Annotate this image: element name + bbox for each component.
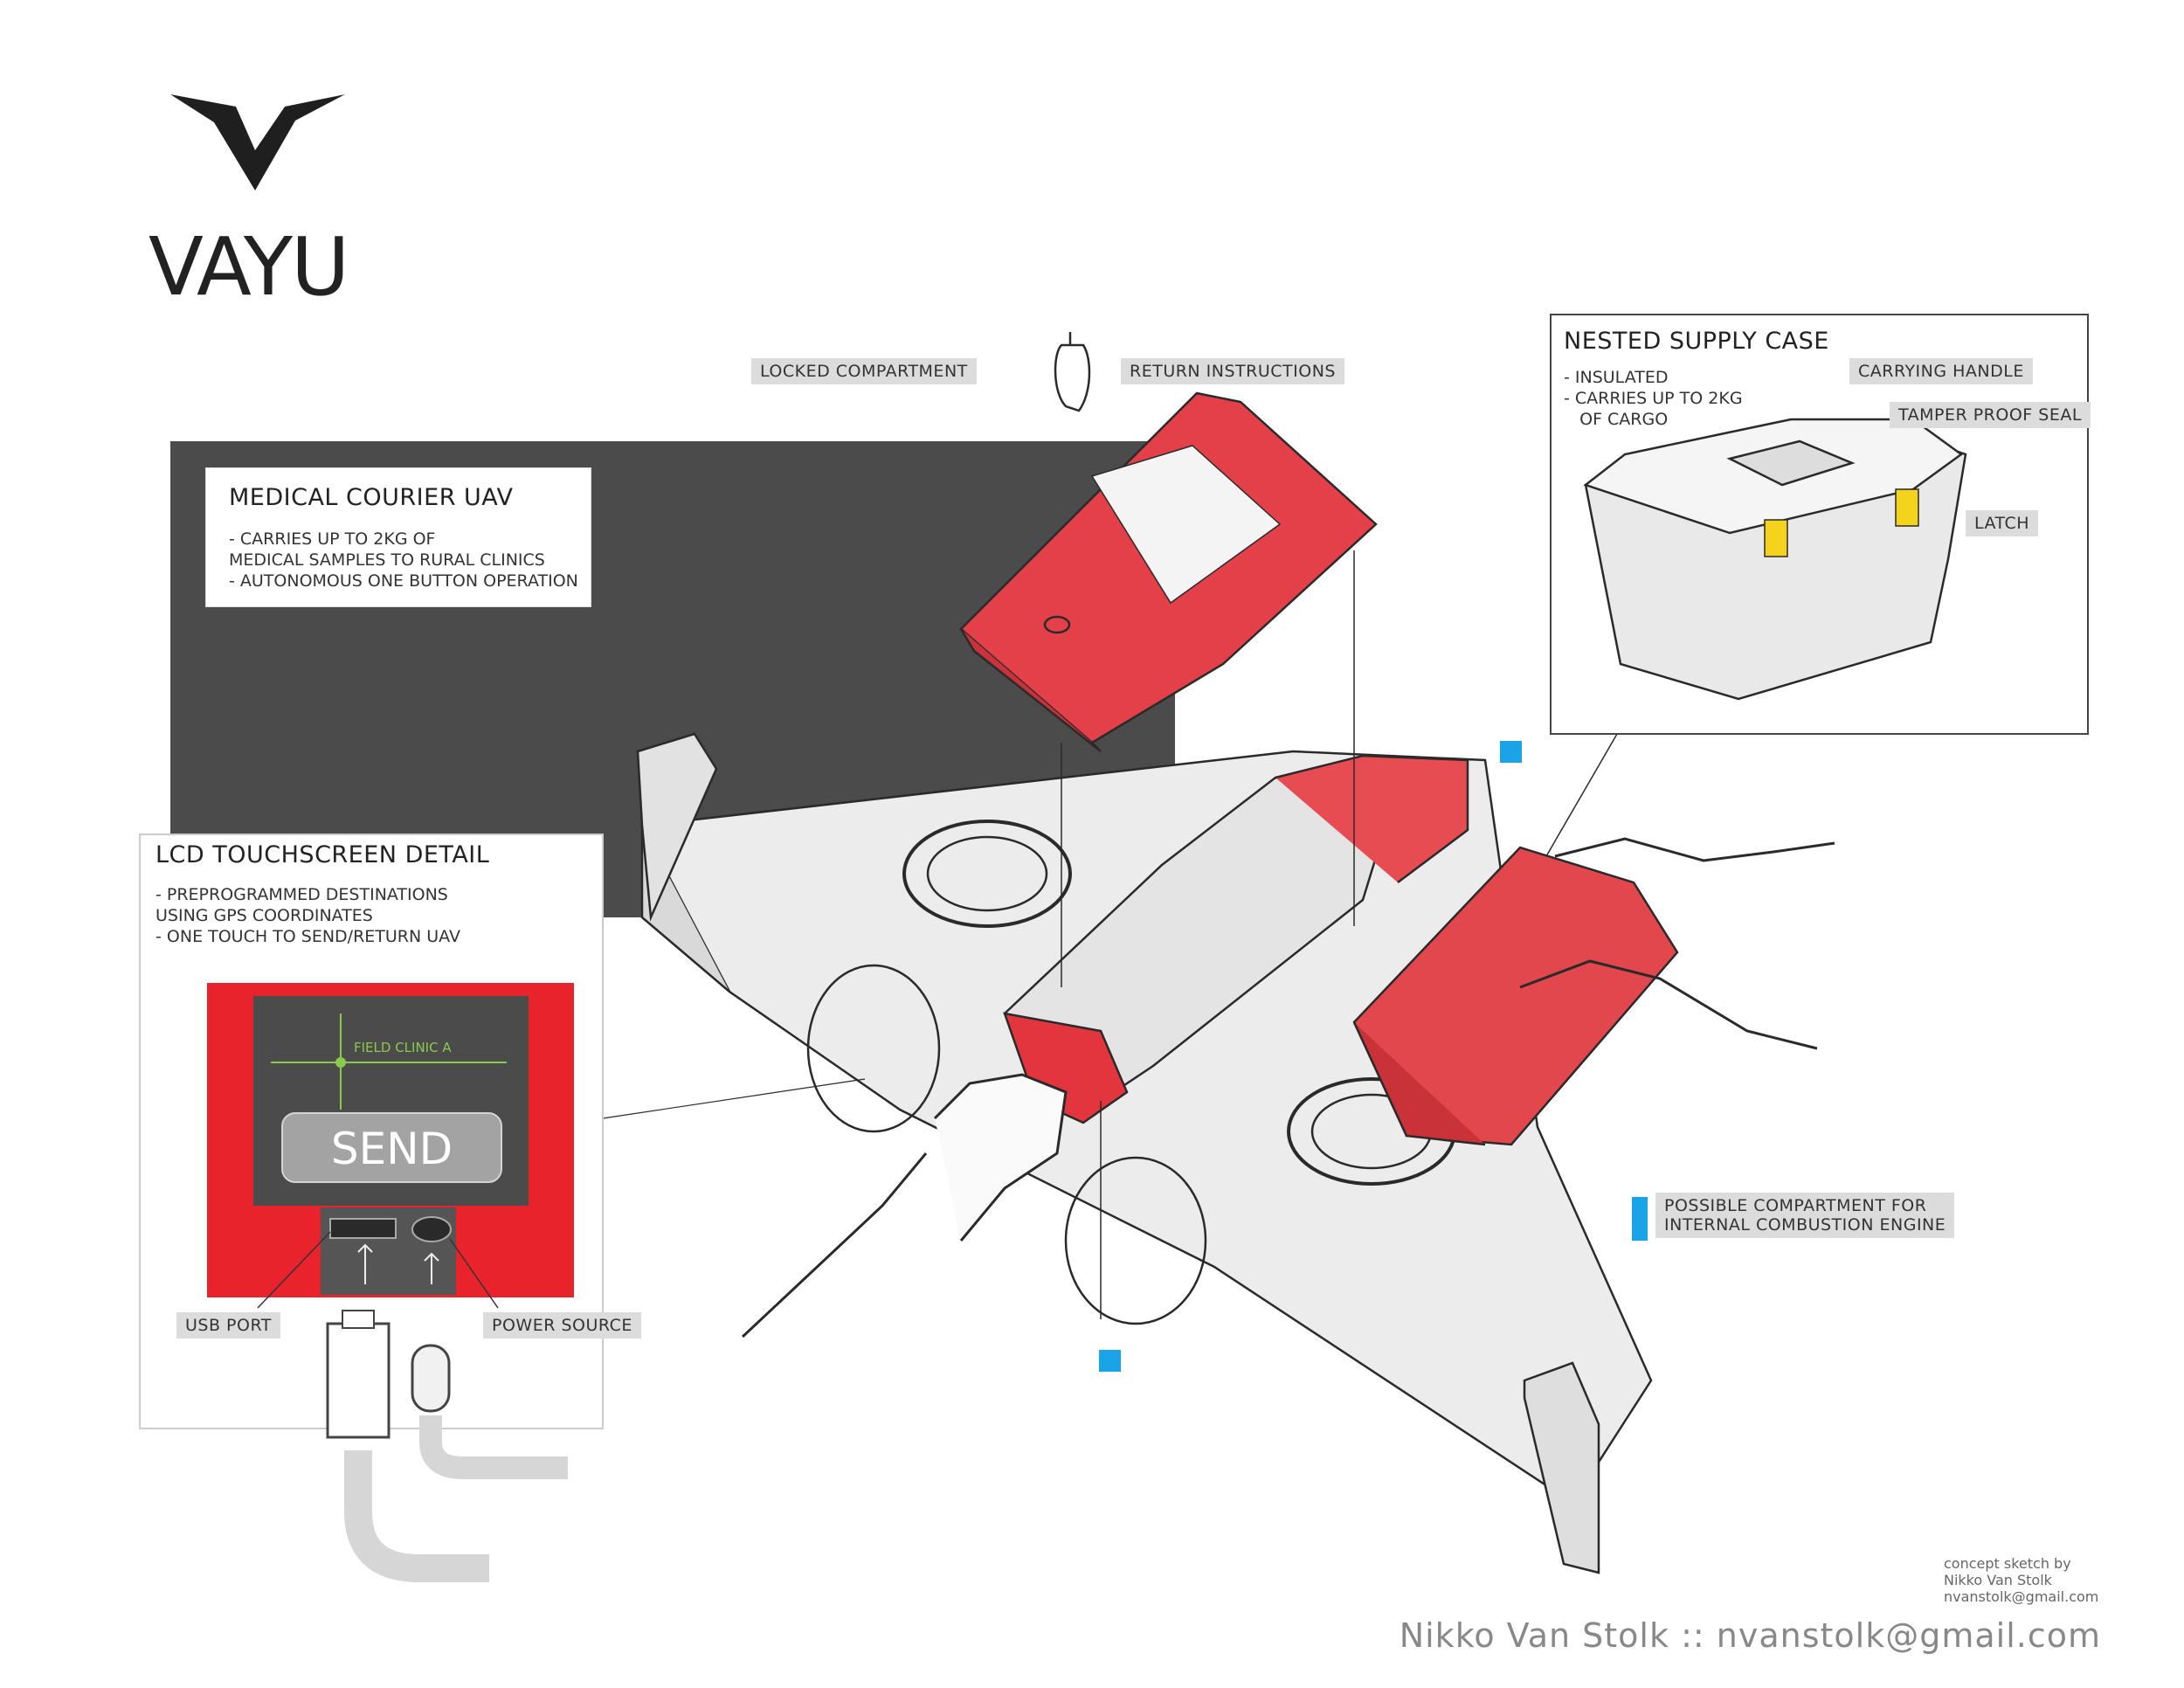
- callout-latch: LATCH: [1966, 510, 2039, 536]
- uav-airframe: [602, 550, 1835, 1574]
- credit-small-block: concept sketch by Nikko Van Stolk nvanst…: [1944, 1555, 2098, 1605]
- callout-tamper-proof-seal: TAMPER PROOF SEAL: [1890, 402, 2091, 428]
- medical-courier-title: MEDICAL COURIER UAV: [229, 484, 514, 511]
- lcd-bullet-3: - ONE TOUCH TO SEND/RETURN UAV: [156, 927, 460, 946]
- supply-bullet-2: - CARRIES UP TO 2KG: [1564, 389, 1743, 408]
- credit-small-line-1: concept sketch by: [1944, 1555, 2071, 1572]
- left-fin: [636, 732, 718, 922]
- power-cable: [411, 1344, 568, 1479]
- callout-usb-port: USB PORT: [176, 1312, 280, 1339]
- rotor-rear-left: [806, 964, 941, 1133]
- usb-cable: [326, 1310, 489, 1582]
- credit-small-line-3: nvanstolk@gmail.com: [1944, 1588, 2099, 1605]
- medical-bullet-2: MEDICAL SAMPLES TO RURAL CLINICS: [229, 550, 545, 570]
- blue-marker-top: [1500, 741, 1522, 763]
- gps-target-dot: [335, 1057, 346, 1068]
- callout-engine-compartment: POSSIBLE COMPARTMENT FOR INTERNAL COMBUS…: [1655, 1193, 1955, 1238]
- supply-case-text: NESTED SUPPLY CASE - INSULATED - CARRIES…: [1564, 328, 1829, 430]
- brand-wordmark: VAYU: [149, 220, 349, 314]
- callout-power-source: POWER SOURCE: [483, 1312, 641, 1339]
- supply-bullet-1: - INSULATED: [1564, 368, 1669, 387]
- screen-destination-label: FIELD CLINIC A: [354, 1040, 452, 1055]
- supply-case-title: NESTED SUPPLY CASE: [1564, 328, 1829, 355]
- supply-bullet-3: OF CARGO: [1564, 410, 1669, 429]
- callout-engine-line-1: POSSIBLE COMPARTMENT FOR: [1664, 1196, 1927, 1215]
- lcd-bullet-2: USING GPS COORDINATES: [156, 906, 373, 925]
- hand-right-upper: [1554, 837, 1835, 862]
- right-fin: [1523, 1361, 1600, 1574]
- blue-marker-legend: [1632, 1197, 1648, 1241]
- lcd-detail-text: LCD TOUCHSCREEN DETAIL - PREPROGRAMMED D…: [156, 841, 489, 947]
- latch-left: [1764, 519, 1788, 557]
- lock-key-icon: [1054, 343, 1091, 412]
- lcd-detail-title: LCD TOUCHSCREEN DETAIL: [156, 841, 490, 868]
- rotor-rear-right: [1064, 1156, 1207, 1325]
- usb-port: [329, 1218, 397, 1239]
- blue-marker-bottom: [1099, 1350, 1121, 1372]
- rotor-front-left: [902, 820, 1072, 928]
- medical-bullet-3: - AUTONOMOUS ONE BUTTON OPERATION: [229, 571, 578, 591]
- callout-locked-compartment: LOCKED COMPARTMENT: [751, 358, 977, 384]
- credit-small-line-2: Nikko Van Stolk: [1944, 1572, 2052, 1588]
- callout-engine-line-2: INTERNAL COMBUSTION ENGINE: [1664, 1215, 1946, 1235]
- supply-case-drawing: [1583, 418, 1967, 701]
- exploded-canopy-lid: [959, 332, 1378, 752]
- credit-footer: Nikko Van Stolk :: nvanstolk@gmail.com: [1399, 1616, 2101, 1655]
- latch-right: [1895, 488, 1919, 527]
- callout-carrying-handle: CARRYING HANDLE: [1849, 358, 2033, 384]
- lcd-bullet-1: - PREPROGRAMMED DESTINATIONS: [156, 885, 448, 904]
- medical-bullet-1: - CARRIES UP TO 2KG OF: [229, 529, 436, 549]
- chevron-v-logo: [170, 94, 345, 190]
- hand-left: [933, 1073, 1068, 1242]
- power-port: [411, 1216, 452, 1242]
- hand-right-lower: [1519, 959, 1818, 1050]
- send-button[interactable]: SEND: [281, 1112, 502, 1183]
- medical-courier-box: MEDICAL COURIER UAV - CARRIES UP TO 2KG …: [205, 467, 591, 607]
- callout-return-instructions: RETURN INSTRUCTIONS: [1121, 358, 1344, 384]
